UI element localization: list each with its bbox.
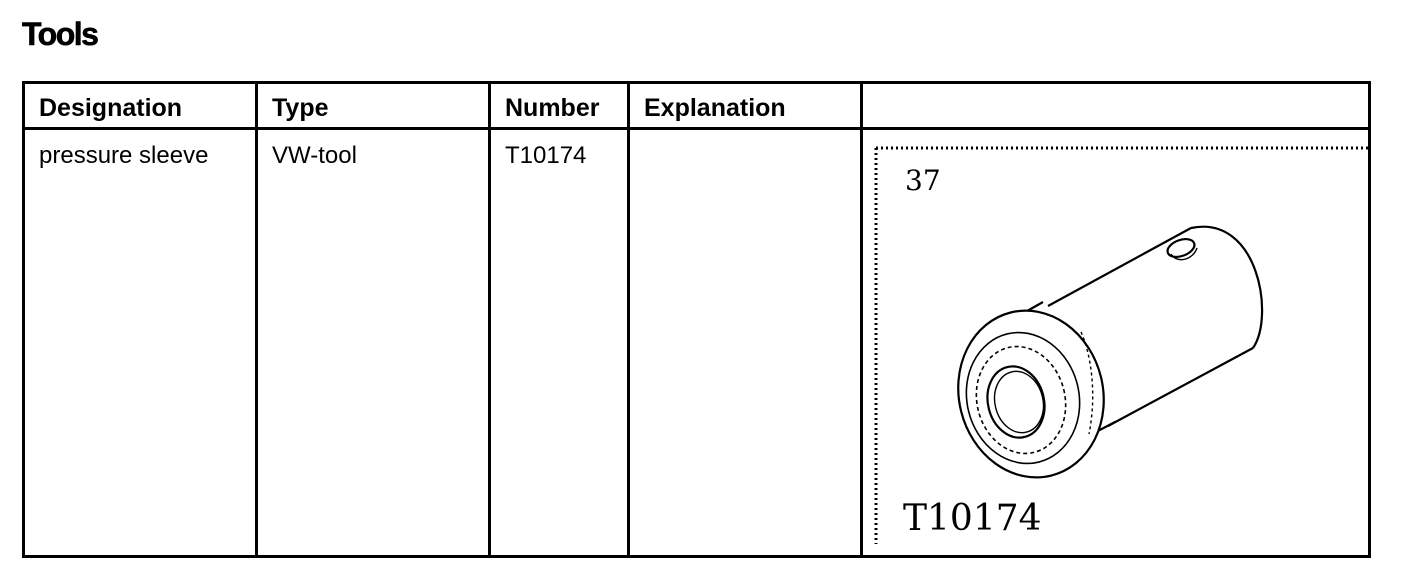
cell-designation: pressure sleeve: [22, 127, 258, 558]
cell-number: T10174: [488, 127, 630, 558]
header-image: [860, 81, 1371, 130]
tools-table: Designation Type Number Explanation pres…: [22, 81, 1371, 558]
header-explanation: Explanation: [627, 81, 863, 130]
cell-explanation: [627, 127, 863, 558]
table-row: pressure sleeve VW-tool T10174 37 T10174: [22, 127, 1371, 558]
cell-image: 37 T10174: [860, 127, 1371, 558]
figure-label-bottom: T10174: [903, 498, 1042, 539]
cell-type: VW-tool: [255, 127, 491, 558]
header-type: Type: [255, 81, 491, 130]
pressure-sleeve-icon: [957, 225, 1264, 479]
header-designation: Designation: [22, 81, 258, 130]
figure-label-top: 37: [905, 164, 941, 197]
header-number: Number: [488, 81, 630, 130]
page-title: Tools: [22, 16, 100, 53]
table-header-row: Designation Type Number Explanation: [22, 81, 1371, 130]
pressure-sleeve-figure: 37 T10174: [874, 146, 1371, 544]
